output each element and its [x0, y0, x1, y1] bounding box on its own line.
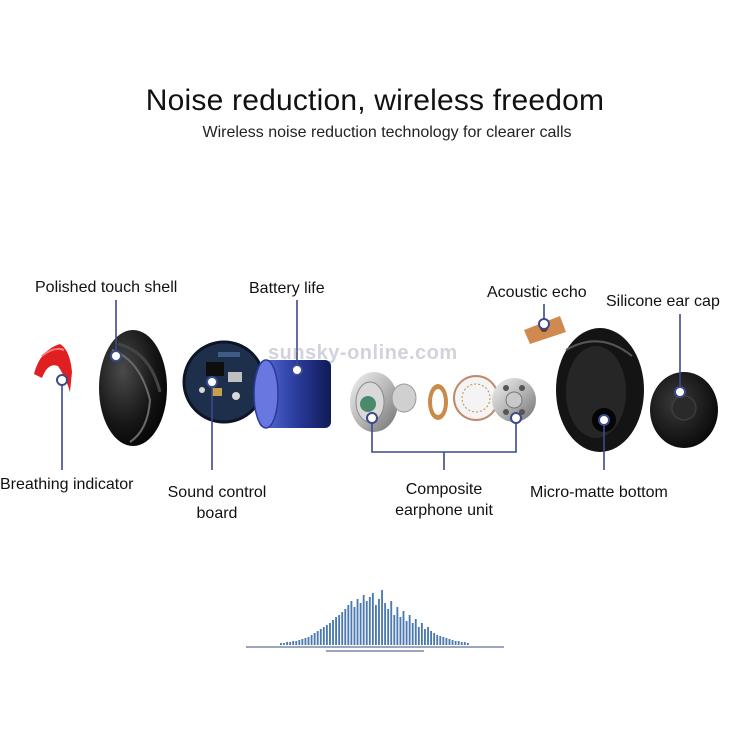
waveform-bar — [365, 601, 368, 645]
waveform-bar — [359, 603, 362, 645]
waveform-bar — [313, 633, 316, 645]
waveform-bar — [430, 631, 432, 645]
label-battery-life: Battery life — [249, 280, 325, 297]
waveform-bar — [393, 615, 396, 645]
waveform-bar — [436, 635, 439, 645]
waveform-bar — [280, 643, 282, 645]
waveform-bar — [387, 609, 390, 645]
waveform-bar — [322, 627, 325, 645]
waveform-bar — [286, 642, 288, 645]
label-acoustic-echo: Acoustic echo — [487, 284, 587, 301]
waveform-bar — [399, 617, 402, 645]
waveform-bar — [417, 627, 420, 645]
waveform-bar — [408, 615, 411, 645]
battery-part — [253, 359, 331, 429]
waveform-bar — [439, 636, 442, 645]
label-composite-earphone-unit: Composite earphone unit — [380, 479, 508, 521]
sound-control-board-part — [182, 340, 266, 424]
waveform-bar — [420, 623, 423, 645]
waveform-bar — [347, 605, 350, 645]
composite-unit-part — [350, 372, 536, 432]
waveform-bar — [350, 601, 353, 645]
waveform-bar — [307, 637, 310, 645]
waveform-bar — [310, 635, 313, 645]
waveform-bar — [445, 638, 448, 645]
touch-shell-part — [99, 330, 167, 446]
label-polished-touch-shell: Polished touch shell — [35, 279, 178, 296]
page-subtitle: Wireless noise reduction technology for … — [202, 124, 572, 141]
waveform-bar — [433, 633, 436, 645]
waveform-bar — [319, 629, 322, 645]
page-title: Noise reduction, wireless freedom — [145, 84, 605, 117]
breathing-indicator-part — [34, 344, 72, 392]
waveform-bar — [353, 607, 356, 645]
waveform-bar — [451, 640, 454, 645]
label-composite-line1: Composite — [405, 481, 483, 498]
waveform-bar — [463, 642, 466, 645]
waveform-bar — [411, 623, 414, 645]
label-composite-line2: earphone unit — [395, 502, 493, 519]
waveform-bar — [405, 621, 408, 645]
waveform-bar — [378, 599, 380, 645]
leader-lines — [61, 300, 681, 470]
waveform-bar — [466, 643, 469, 645]
waveform-bar — [316, 631, 319, 645]
leader-markers — [56, 318, 686, 426]
label-sound-control-board-line1: Sound control — [167, 484, 267, 501]
micro-matte-bottom-part — [556, 328, 644, 452]
waveform-bar — [338, 615, 341, 645]
waveform-bar — [335, 617, 337, 645]
label-breathing-indicator: Breathing indicator — [0, 476, 134, 493]
waveform-bar — [460, 642, 463, 645]
label-sound-control-board-line2: board — [196, 505, 238, 522]
waveform-bar — [396, 607, 399, 645]
waveform-bar — [344, 609, 347, 645]
waveform-bar — [298, 640, 301, 645]
waveform-bar — [356, 599, 359, 645]
label-silicone-ear-cap: Silicone ear cap — [606, 293, 720, 310]
sound-waveform — [280, 590, 469, 645]
waveform-bar — [292, 641, 295, 645]
waveform-bar — [304, 638, 307, 645]
waveform-bar — [329, 623, 331, 645]
waveform-bar — [457, 641, 460, 645]
waveform-bar — [414, 619, 417, 645]
silicone-ear-cap-part — [650, 372, 718, 448]
waveform-bar — [301, 639, 304, 645]
waveform-bar — [375, 605, 377, 645]
waveform-bar — [427, 627, 429, 645]
waveform-bar — [371, 593, 374, 645]
waveform-bar — [341, 612, 344, 645]
waveform-bar — [295, 641, 298, 645]
waveform-bar — [283, 643, 285, 645]
watermark: sunsky-online.com — [268, 342, 458, 364]
waveform-bar — [448, 639, 451, 645]
waveform-bar — [381, 590, 383, 645]
waveform-bar — [390, 601, 393, 645]
label-sound-control-board: Sound control board — [158, 482, 276, 524]
waveform-bar — [368, 597, 371, 645]
label-micro-matte-bottom: Micro-matte bottom — [530, 484, 668, 501]
waveform-bar — [402, 611, 405, 645]
waveform-bar — [384, 603, 387, 645]
waveform-bar — [289, 642, 292, 645]
waveform-bar — [332, 620, 334, 645]
waveform-bar — [454, 641, 457, 645]
waveform-bar — [424, 629, 426, 645]
waveform-bar — [442, 637, 445, 645]
waveform-bar — [325, 625, 328, 645]
waveform-bar — [362, 595, 365, 645]
